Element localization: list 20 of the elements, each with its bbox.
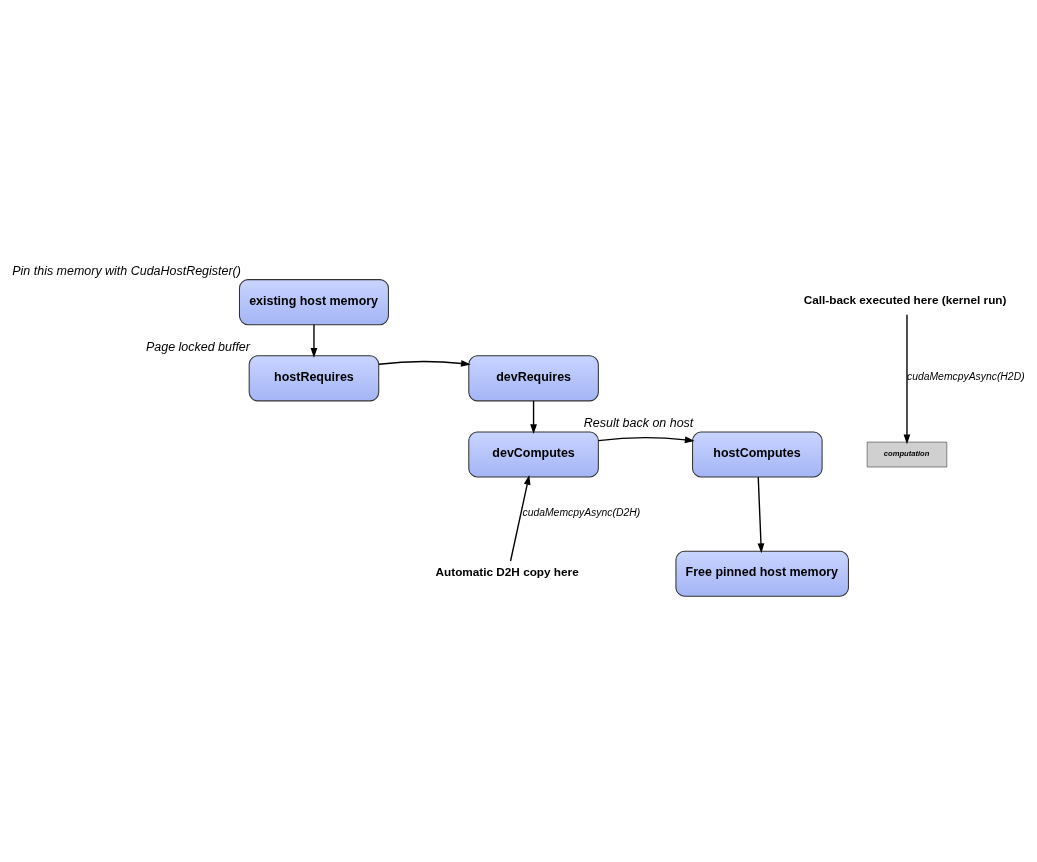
node-label: Page locked buffer <box>145 340 250 355</box>
node-box: hostRequires <box>248 355 380 402</box>
arrow <box>903 314 911 445</box>
node-box: computation <box>866 441 948 468</box>
arrow <box>509 475 531 562</box>
node-text: Automatic D2H copy here <box>435 564 579 578</box>
arrow <box>530 400 537 434</box>
node-box: existing host memory <box>238 279 389 326</box>
node-box: devRequires <box>468 355 599 402</box>
node-label: Result back on host <box>583 416 694 431</box>
node-box: devComputes <box>468 431 599 478</box>
node-label: Pin this memory with CudaHostRegister() <box>12 264 241 279</box>
arrow <box>597 436 695 444</box>
node-box: Free pinned host memory <box>675 550 849 597</box>
arrow <box>757 476 765 554</box>
arrow <box>378 360 471 367</box>
node-box: hostComputes <box>692 431 823 478</box>
edge-label: cudaMemcpyAsync(D2H) <box>522 506 641 518</box>
node-text: Call-back executed here (kernel run) <box>803 293 1007 307</box>
arrow <box>310 324 318 358</box>
